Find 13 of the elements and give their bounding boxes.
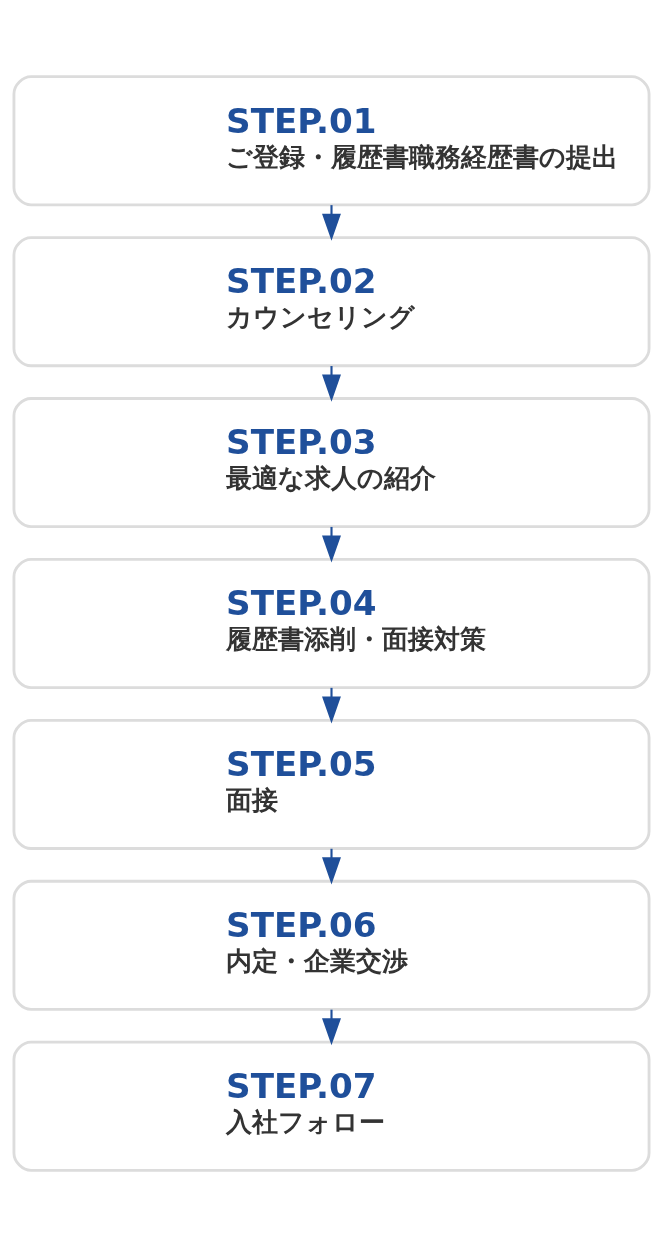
node-box: STEP.01 ご登録・履歴書職務経歴書の提出	[12, 75, 651, 207]
node-box: STEP.02 カウンセリング	[12, 236, 651, 368]
arrow	[322, 687, 341, 724]
node-box: STEP.04 履歴書添削・面接対策	[12, 558, 651, 689]
arrow	[322, 526, 341, 563]
node-box: STEP.07 入社フォロー	[12, 1040, 651, 1172]
arrow	[322, 366, 341, 402]
arrow	[322, 1009, 341, 1046]
arrow	[322, 205, 341, 241]
node-box: STEP.06 内定・企業交渉	[12, 879, 651, 1011]
node-box: STEP.05 面接	[12, 718, 651, 850]
node-box: STEP.03 最適な求人の紹介	[12, 397, 651, 529]
arrow	[322, 848, 341, 885]
